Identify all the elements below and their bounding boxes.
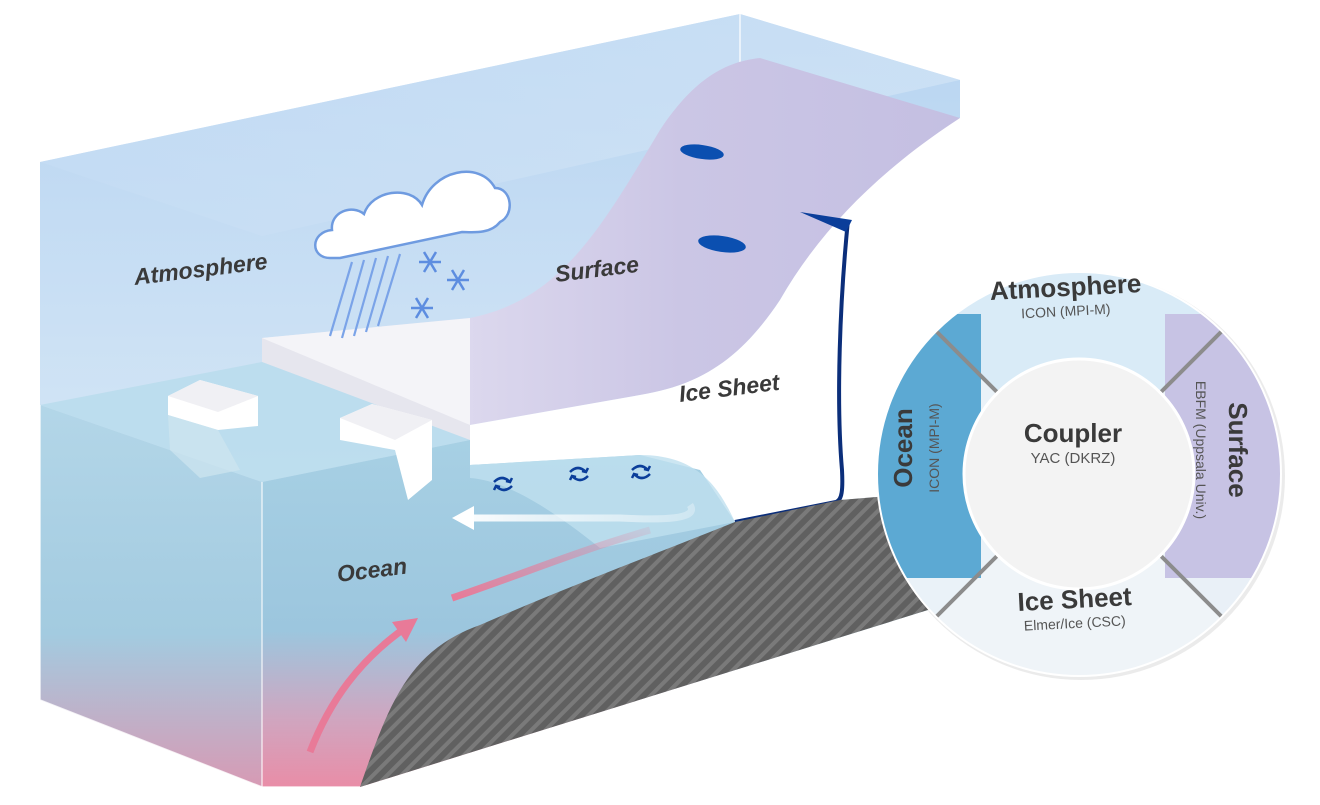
ring-ocean-model: ICON (MPI-M) bbox=[926, 403, 942, 492]
ring-notch-2 bbox=[940, 538, 981, 578]
warm-water-arrow bbox=[306, 625, 408, 754]
coupler-core bbox=[962, 357, 1196, 591]
ring-ocean-title: Ocean bbox=[888, 408, 918, 488]
mixing-arrows bbox=[492, 464, 652, 492]
outflow-arrowhead bbox=[452, 506, 474, 530]
melt-pond-2 bbox=[698, 235, 746, 253]
ring-surface-model: EBFM (Uppsala Univ.) bbox=[1193, 381, 1209, 519]
cavity-water bbox=[470, 455, 735, 548]
melt-pond-1 bbox=[680, 144, 724, 160]
ring-surface-title: Surface bbox=[1223, 402, 1253, 497]
meltwater-moulin bbox=[800, 212, 852, 232]
climate-block: Atmosphere Surface Ice Sheet Ocean bbox=[39, 14, 960, 788]
ice-shelf-edge bbox=[262, 318, 470, 425]
cloud-icon bbox=[314, 170, 511, 260]
warm-water-flow bbox=[450, 526, 651, 602]
coupler-ring: Atmosphere ICON (MPI-M) Surface EBFM (Up… bbox=[876, 268, 1285, 680]
ring-ice-sheet-title: Ice Sheet bbox=[1017, 581, 1133, 617]
rain-icon bbox=[328, 253, 402, 339]
coupler-model: YAC (DKRZ) bbox=[1031, 450, 1116, 467]
iceberg-2 bbox=[340, 404, 432, 500]
ring-outline bbox=[876, 271, 1282, 677]
warm-arrowhead bbox=[392, 618, 418, 642]
meltwater-outflow-arrow bbox=[470, 503, 696, 523]
ocean-side-face bbox=[40, 405, 262, 787]
ring-notch-4 bbox=[1165, 538, 1205, 578]
ring-atmosphere-model: ICON (MPI-M) bbox=[1021, 301, 1111, 322]
ring-ice-sheet-model: Elmer/Ice (CSC) bbox=[1023, 612, 1126, 633]
block-outline bbox=[39, 405, 360, 788]
ring-notch-3 bbox=[1165, 314, 1205, 354]
ice-shelf-top bbox=[262, 338, 470, 440]
bedrock bbox=[360, 490, 960, 787]
snowflake-icon bbox=[411, 251, 469, 319]
iceberg-1 bbox=[168, 380, 258, 478]
coupler-title: Coupler bbox=[1024, 418, 1122, 448]
meltwater-channel bbox=[734, 219, 850, 524]
